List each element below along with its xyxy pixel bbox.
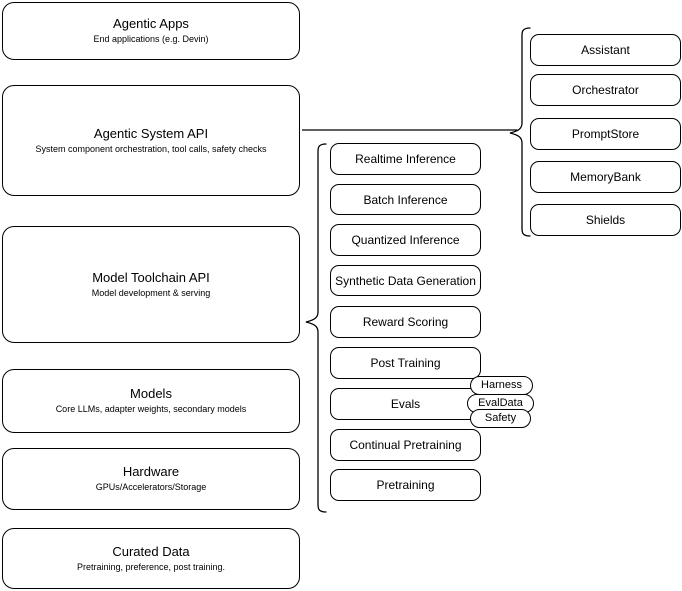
layer-subtitle: System component orchestration, tool cal…	[35, 143, 267, 154]
layer-title: Model Toolchain API	[92, 269, 210, 285]
system-component-box-shields[interactable]: Shields	[530, 204, 681, 236]
component-box-continual-pretraining[interactable]: Continual Pretraining	[330, 429, 481, 461]
system-component-label: MemoryBank	[570, 170, 641, 184]
layer-subtitle: End applications (e.g. Devin)	[93, 34, 209, 44]
component-label: Pretraining	[376, 478, 435, 492]
component-box-post-training[interactable]: Post Training	[330, 347, 481, 379]
component-box-synthetic-data-generation[interactable]: Synthetic Data Generation	[330, 265, 481, 296]
component-box-pretraining[interactable]: Pretraining	[330, 469, 481, 501]
component-label: Realtime Inference	[355, 152, 456, 166]
layer-box-model-toolchain-api[interactable]: Model Toolchain API Model development & …	[2, 226, 300, 343]
system-component-box-orchestrator[interactable]: Orchestrator	[530, 74, 681, 106]
evals-tag-harness[interactable]: Harness	[470, 376, 533, 395]
component-label: Synthetic Data Generation	[335, 273, 476, 288]
component-box-quantized-inference[interactable]: Quantized Inference	[330, 224, 481, 256]
component-label: Reward Scoring	[362, 315, 449, 329]
component-label: Batch Inference	[363, 192, 448, 207]
component-label: Continual Pretraining	[349, 438, 462, 452]
layer-subtitle: Model development & serving	[91, 287, 211, 298]
layer-box-hardware[interactable]: Hardware GPUs/Accelerators/Storage	[2, 448, 300, 510]
component-label: Evals	[390, 397, 421, 411]
component-box-batch-inference[interactable]: Batch Inference	[330, 184, 481, 215]
system-component-box-assistant[interactable]: Assistant	[530, 34, 681, 66]
layer-subtitle: GPUs/Accelerators/Storage	[95, 482, 207, 492]
system-component-box-promptstore[interactable]: PromptStore	[530, 118, 681, 150]
brace-toolchain-components	[305, 143, 327, 513]
component-box-evals[interactable]: Evals	[330, 388, 481, 420]
evals-tag-label: Safety	[484, 412, 517, 424]
system-component-label: Assistant	[581, 43, 630, 57]
evals-tag-label: Harness	[481, 379, 522, 391]
system-component-box-memorybank[interactable]: MemoryBank	[530, 161, 681, 193]
component-label: Quantized Inference	[351, 233, 460, 247]
evals-tag-label: EvalData	[478, 397, 523, 409]
component-box-realtime-inference[interactable]: Realtime Inference	[330, 143, 481, 175]
evals-tag-safety[interactable]: Safety	[470, 409, 531, 428]
layer-title: Agentic System API	[93, 125, 209, 141]
component-box-reward-scoring[interactable]: Reward Scoring	[330, 306, 481, 338]
layer-title: Models	[130, 386, 172, 401]
layer-subtitle: Pretraining, preference, post training.	[76, 561, 226, 572]
layer-subtitle: Core LLMs, adapter weights, secondary mo…	[55, 404, 247, 414]
system-component-label: PromptStore	[571, 127, 640, 141]
layer-box-curated-data[interactable]: Curated Data Pretraining, preference, po…	[2, 528, 300, 589]
brace-system-components	[509, 27, 531, 237]
layer-box-models[interactable]: Models Core LLMs, adapter weights, secon…	[2, 369, 300, 433]
layer-box-agentic-system-api[interactable]: Agentic System API System component orch…	[2, 85, 300, 196]
layer-title: Curated Data	[112, 543, 190, 559]
layer-title: Hardware	[122, 464, 180, 479]
system-component-label: Orchestrator	[572, 83, 639, 97]
component-label: Post Training	[370, 356, 441, 370]
layer-title: Agentic Apps	[113, 16, 189, 31]
system-component-label: Shields	[585, 213, 626, 227]
layer-box-agentic-apps[interactable]: Agentic Apps End applications (e.g. Devi…	[2, 2, 300, 60]
